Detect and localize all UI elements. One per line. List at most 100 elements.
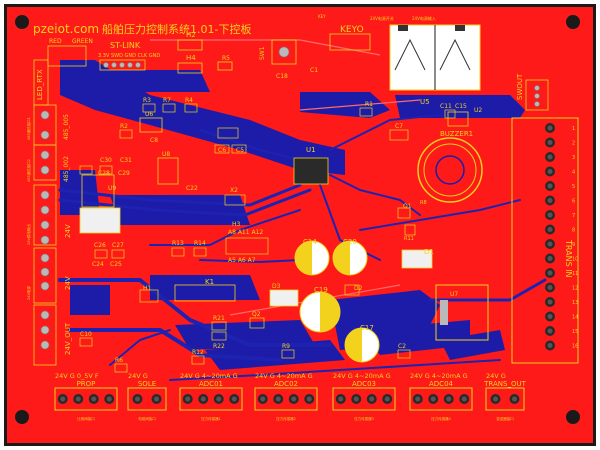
r5-label: R5 xyxy=(222,55,230,62)
connector-pin-hole xyxy=(369,396,375,402)
c18-label: C18 xyxy=(276,73,288,80)
trans-in-pin-hole xyxy=(547,343,553,348)
designator-r8: R8 xyxy=(420,200,427,206)
led-red-label: RED xyxy=(49,38,62,45)
h4-label: H4 xyxy=(186,54,196,62)
designator-c19: C19 xyxy=(314,286,328,294)
mounting-hole-tl xyxy=(15,15,29,29)
connector-pin-labels: 24V G 4~20mA G xyxy=(255,372,313,380)
trans-in-pin-hole xyxy=(547,241,553,247)
designator-r4: R4 xyxy=(185,97,193,104)
connector-note: 压力传感器3 xyxy=(354,416,374,421)
designator-d1: D1 xyxy=(424,248,434,256)
keyo-small: KEY xyxy=(318,14,326,19)
connector-outline xyxy=(54,387,118,411)
trans-in-pin-hole xyxy=(547,256,553,261)
trans-in-pin-number: 14 xyxy=(572,315,578,321)
connector-pin-hole xyxy=(135,396,140,402)
connector-note: 压力传感器2 xyxy=(276,416,296,421)
designator-c6: C6 xyxy=(218,147,226,154)
connector-pin-labels: 24V G 0_5V F xyxy=(55,372,99,380)
designator-c20: C20 xyxy=(343,238,357,246)
connector-pin-hole xyxy=(200,396,206,402)
trans-in-pin-hole xyxy=(547,125,553,131)
trans-in-pin-number: 12 xyxy=(572,286,578,292)
trans-in-pin-number: 13 xyxy=(572,300,578,306)
connector-pin-hole xyxy=(154,396,159,402)
designator-c22: C22 xyxy=(186,185,198,192)
connector-name: TRANS_OUT xyxy=(483,380,526,388)
designator-r14: R14 xyxy=(194,240,206,247)
connector-pin-hole xyxy=(291,396,297,402)
designator-c2: C2 xyxy=(398,343,406,350)
trans-in-pin-hole xyxy=(547,169,553,174)
u5-label: U5 xyxy=(420,98,430,106)
connector-outline xyxy=(332,387,396,411)
designator-r7: R7 xyxy=(163,97,171,104)
designator-k1: K1 xyxy=(205,278,214,286)
designator-r21: R21 xyxy=(213,315,225,322)
connector-pin-hole xyxy=(185,396,191,402)
connector-pin-labels: 24V G 4~20mA G xyxy=(333,372,391,380)
connector-pin-labels: 24V G xyxy=(128,372,148,380)
connector-pin-hole xyxy=(461,396,467,402)
trans-in-pin-hole xyxy=(547,154,553,160)
designator-c30: C30 xyxy=(100,157,112,164)
designator-c5: C5 xyxy=(236,147,244,154)
trans-in-label: TRANS IN xyxy=(564,239,573,278)
designator-buzzer1: BUZZER1 xyxy=(440,130,473,138)
designator-c27: C27 xyxy=(112,242,124,249)
connector-name: ADC01 xyxy=(199,380,223,388)
designator-r13: R13 xyxy=(172,240,184,247)
trans-in-pin-number: 15 xyxy=(572,329,578,335)
trans-in-pin-hole xyxy=(547,285,553,290)
connector-pin-labels: 24V G 4~20mA G xyxy=(180,372,238,380)
connector-name: SOLE xyxy=(138,380,156,388)
side-note-2: 485通信接口2 xyxy=(26,159,31,182)
h3-top-pins: A8 A11 A12 xyxy=(228,229,263,236)
connector-pin-hole xyxy=(338,396,344,402)
connector-pin-hole xyxy=(430,396,436,402)
h2-label: H2 xyxy=(186,31,196,39)
designator-h3: H3 xyxy=(232,221,241,228)
designator-u9: U9 xyxy=(108,185,116,192)
connector-pin-hole xyxy=(353,396,359,402)
designator-c24: C24 xyxy=(92,261,104,268)
designator-r1: R1 xyxy=(365,101,373,108)
connector-outline xyxy=(179,387,243,411)
connector-note: 比例阀接口 xyxy=(77,416,95,421)
trans-in-terminal-strip xyxy=(511,117,579,364)
connector-pin-hole xyxy=(446,396,452,402)
designator-u7: U7 xyxy=(450,291,458,298)
connector-pin-hole xyxy=(384,396,390,402)
designator-c14: C14 xyxy=(303,238,317,246)
designator-c10: C10 xyxy=(80,331,92,338)
designator-c28: C28 xyxy=(98,170,110,177)
stlink-pins: 3.3V SWD GND CLK GND xyxy=(98,53,160,59)
designator-r22: R22 xyxy=(213,343,225,350)
designator-r12: R12 xyxy=(192,349,204,356)
side-note-1: 485通信接口1 xyxy=(26,117,31,140)
trans-in-pin-number: 9 xyxy=(572,242,575,248)
designator-c29: C29 xyxy=(118,170,130,177)
connector-note: 压力传感器4 xyxy=(431,416,451,421)
connector-pin-labels: 24V G xyxy=(486,372,506,380)
connector-note: 电磁阀接口 xyxy=(138,416,156,421)
trans-in-pin-hole xyxy=(547,227,553,232)
designator-c17: C17 xyxy=(360,324,374,332)
side-note-3: 24V供电输出 xyxy=(26,224,31,245)
mounting-hole-br xyxy=(566,410,580,424)
copper-traces xyxy=(58,39,547,381)
board-brand: pzeiot.com xyxy=(33,22,99,36)
trans-in-pin-hole xyxy=(547,198,553,203)
connector-pin-hole xyxy=(60,396,66,402)
connector-pin-labels: 24V G 4~20mA G xyxy=(410,372,468,380)
connector-pin-hole xyxy=(512,396,517,402)
